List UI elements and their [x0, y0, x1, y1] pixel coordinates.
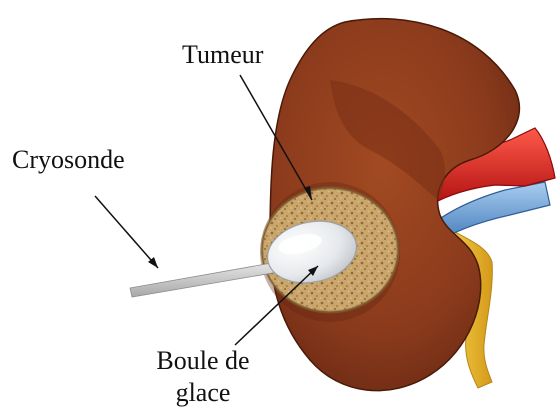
cryosonde-leader [95, 196, 158, 268]
label-boule-line2: glace [138, 378, 268, 408]
label-cryosonde: Cryosonde [12, 145, 125, 175]
label-boule-de-glace: Boule de glace [138, 346, 268, 408]
label-boule-line1: Boule de [138, 346, 268, 376]
label-tumeur: Tumeur [182, 40, 263, 70]
